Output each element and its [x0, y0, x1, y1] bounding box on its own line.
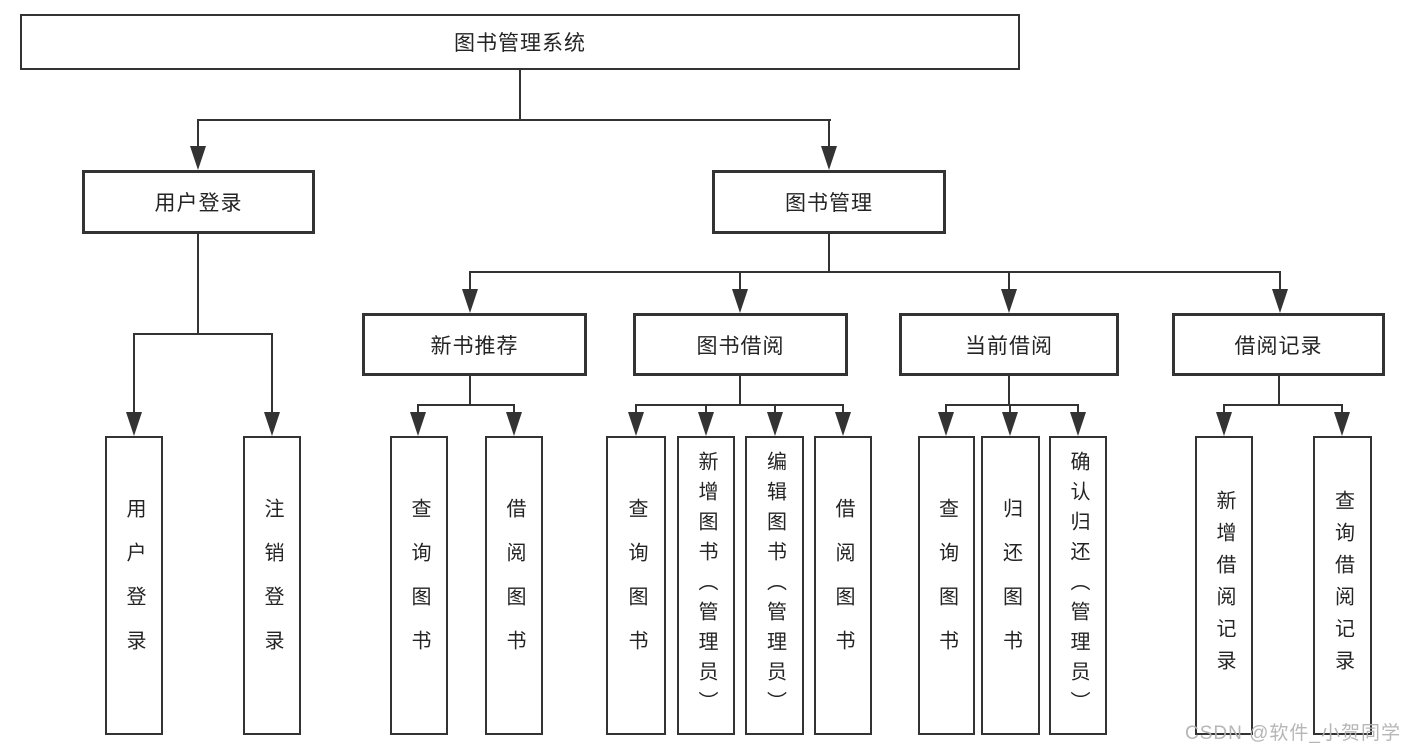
connector-drop-leaf-login [133, 334, 135, 412]
node-new-book-recommend: 新书推荐 [362, 313, 587, 376]
node-book-management: 图书管理 [712, 170, 946, 234]
connector-drop-query2 [635, 405, 637, 413]
arrowhead-query3 [938, 412, 954, 436]
arrowhead-leaf-login [126, 412, 142, 436]
connector-drop-confirmreturn [1077, 405, 1079, 413]
connector-drop-queryrecord [1341, 405, 1343, 413]
connector-userlogin-stem [197, 234, 199, 334]
connector-root-bus [197, 119, 831, 121]
connector-newbook-stem [469, 376, 471, 405]
leaf-query-books-1-label: 查询图书 [408, 497, 430, 674]
node-borrow-records: 借阅记录 [1172, 313, 1385, 376]
leaf-return-book-label: 归还图书 [999, 497, 1022, 674]
connector-drop-addbook [705, 405, 707, 413]
leaf-user-login-label: 用户登录 [123, 497, 145, 674]
connector-drop-borrow1 [513, 405, 515, 413]
arrowhead-user-login [190, 146, 206, 170]
arrowhead-borrowrecords [1272, 289, 1288, 313]
leaf-query-books-2-label: 查询图书 [625, 497, 647, 674]
node-root: 图书管理系统 [20, 14, 1020, 70]
leaf-add-book-admin: 新增图书（管理员） [677, 436, 735, 735]
leaf-user-login: 用户登录 [105, 436, 163, 735]
connector-currentborrow-stem2 [1008, 376, 1010, 405]
arrowhead-query2 [628, 412, 644, 436]
leaf-borrow-books-1: 借阅图书 [485, 436, 543, 735]
connector-drop-query1 [417, 405, 419, 413]
leaf-edit-book-admin: 编辑图书（管理员） [745, 436, 804, 735]
arrowhead-newbook [462, 289, 478, 313]
leaf-query-books-1: 查询图书 [390, 436, 448, 735]
leaf-edit-book-admin-label: 编辑图书（管理员） [763, 450, 786, 721]
connector-drop-currentborrow [1008, 272, 1010, 290]
node-new-book-recommend-label: 新书推荐 [430, 334, 519, 358]
connector-root-stem [519, 70, 521, 120]
arrowhead-editbook [767, 412, 783, 436]
connector-userlogin-bus [133, 333, 273, 335]
leaf-query-books-3: 查询图书 [918, 436, 975, 735]
node-book-management-label: 图书管理 [785, 192, 873, 215]
connector-drop-bookborrow [739, 272, 741, 290]
arrowhead-borrow1 [506, 412, 522, 436]
node-user-login-label: 用户登录 [154, 192, 243, 215]
connector-drop-user-login [197, 120, 199, 148]
node-book-borrow-label: 图书借阅 [696, 334, 785, 358]
connector-drop-query3 [945, 405, 947, 413]
node-user-login: 用户登录 [82, 170, 315, 234]
connector-drop-addrecord [1223, 405, 1225, 413]
node-borrow-records-label: 借阅记录 [1234, 334, 1323, 358]
leaf-confirm-return-admin-label: 确认归还（管理员） [1067, 450, 1089, 721]
connector-drop-borrow2 [842, 405, 844, 413]
arrowhead-query1 [410, 412, 426, 436]
leaf-add-book-admin-label: 新增图书（管理员） [695, 450, 717, 721]
arrowhead-book-mgmt [821, 146, 837, 170]
connector-bookmgmt-bus [469, 271, 1281, 273]
leaf-borrow-books-2-label: 借阅图书 [832, 497, 854, 674]
leaf-query-books-3-label: 查询图书 [935, 497, 958, 674]
connector-drop-book-mgmt [828, 120, 830, 148]
leaf-borrow-books-2: 借阅图书 [814, 436, 872, 735]
arrowhead-return [1002, 412, 1018, 436]
node-root-label: 图书管理系统 [454, 32, 586, 55]
connector-borrowrecords-bus [1223, 404, 1343, 406]
connector-bookmgmt-stem [828, 234, 830, 272]
arrowhead-borrow2 [835, 412, 851, 436]
connector-bookborrow-stem2 [739, 376, 741, 405]
connector-currentborrow-bus [945, 404, 1079, 406]
arrowhead-queryrecord [1334, 412, 1350, 436]
node-book-borrow: 图书借阅 [633, 313, 848, 376]
arrowhead-bookborrow [732, 289, 748, 313]
arrowhead-addbook [698, 412, 714, 436]
leaf-query-books-2: 查询图书 [606, 436, 666, 735]
connector-drop-borrowrecords [1279, 272, 1281, 290]
leaf-borrow-books-1-label: 借阅图书 [503, 497, 525, 674]
node-current-borrow-label: 当前借阅 [965, 334, 1053, 358]
node-current-borrow: 当前借阅 [899, 313, 1119, 376]
leaf-query-borrow-record: 查询借阅记录 [1313, 436, 1372, 735]
connector-newbook-bus [417, 404, 515, 406]
leaf-add-borrow-record: 新增借阅记录 [1195, 436, 1253, 735]
watermark: CSDN @软件_小贺同学 [1185, 723, 1401, 744]
leaf-return-book: 归还图书 [981, 436, 1040, 735]
connector-bookborrow-bus [635, 404, 844, 406]
connector-drop-return [1009, 405, 1011, 413]
arrowhead-confirmreturn [1070, 412, 1086, 436]
connector-drop-editbook [774, 405, 776, 413]
connector-drop-newbook [469, 272, 471, 290]
arrowhead-currentborrow [1001, 289, 1017, 313]
arrowhead-leaf-logout [264, 412, 280, 436]
leaf-query-borrow-record-label: 查询借阅记录 [1331, 489, 1354, 682]
leaf-add-borrow-record-label: 新增借阅记录 [1213, 489, 1235, 682]
leaf-confirm-return-admin: 确认归还（管理员） [1049, 436, 1107, 735]
leaf-logout: 注销登录 [243, 436, 301, 735]
arrowhead-addrecord [1216, 412, 1232, 436]
connector-borrowrecords-stem2 [1278, 376, 1280, 405]
connector-drop-leaf-logout [271, 334, 273, 412]
leaf-logout-label: 注销登录 [261, 497, 283, 674]
